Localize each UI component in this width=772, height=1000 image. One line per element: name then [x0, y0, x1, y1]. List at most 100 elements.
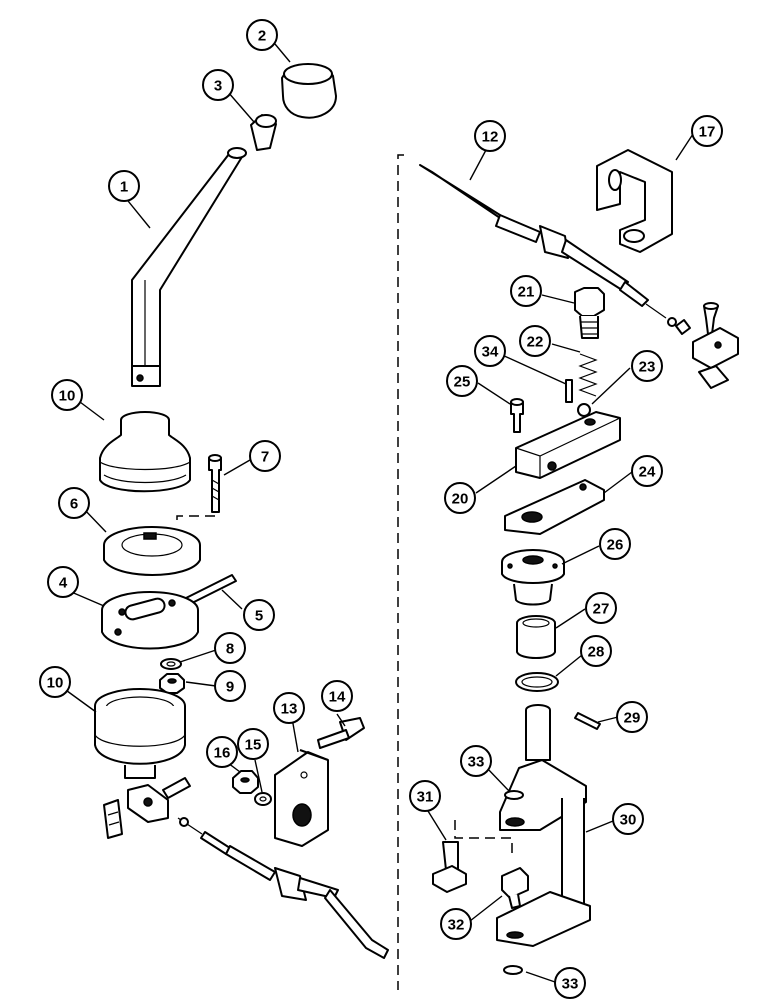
- svg-text:27: 27: [593, 601, 610, 618]
- part-pin-34: [565, 379, 573, 403]
- callout-23: 23: [631, 350, 663, 382]
- callout-22: 22: [519, 325, 551, 357]
- svg-text:14: 14: [329, 689, 346, 706]
- callout-2: 2: [246, 19, 278, 51]
- callout-24: 24: [631, 455, 663, 487]
- part-retainer-ring: [103, 526, 201, 576]
- callout-20: 20: [444, 482, 476, 514]
- svg-text:23: 23: [639, 359, 656, 376]
- callout-10-lower: 10: [39, 666, 71, 698]
- svg-text:6: 6: [70, 496, 78, 513]
- svg-text:10: 10: [47, 675, 64, 692]
- svg-text:34: 34: [482, 344, 499, 361]
- callout-8: 8: [214, 632, 246, 664]
- callout-32: 32: [440, 908, 472, 940]
- svg-text:5: 5: [255, 608, 263, 625]
- dashed-divider: [397, 154, 404, 990]
- callout-9: 9: [214, 670, 246, 702]
- svg-text:12: 12: [482, 129, 499, 146]
- svg-text:30: 30: [620, 812, 637, 829]
- svg-text:28: 28: [588, 644, 605, 661]
- callout-14: 14: [321, 680, 353, 712]
- part-pivot-housing: [101, 591, 199, 650]
- part-circlip-33-upper: [504, 790, 524, 800]
- dashed-guide-7: [176, 515, 215, 524]
- callout-33-lower: 33: [554, 967, 586, 999]
- callout-4: 4: [47, 566, 79, 598]
- svg-text:9: 9: [226, 679, 234, 696]
- part-knob: [281, 63, 337, 119]
- svg-text:20: 20: [452, 491, 469, 508]
- part-bolt-31: [432, 841, 467, 893]
- svg-text:25: 25: [454, 374, 471, 391]
- svg-text:21: 21: [518, 284, 535, 301]
- callout-30: 30: [612, 803, 644, 835]
- part-gear-lever: [131, 147, 247, 387]
- callout-31: 31: [409, 780, 441, 812]
- svg-text:26: 26: [607, 537, 624, 554]
- part-lever-block-20: [515, 411, 621, 479]
- svg-text:17: 17: [699, 124, 716, 141]
- svg-text:13: 13: [281, 701, 298, 718]
- part-plug-21: [574, 287, 605, 339]
- part-flange-bush-26: [501, 549, 565, 606]
- part-cable-left: [177, 817, 389, 959]
- svg-text:1: 1: [120, 179, 128, 196]
- callout-27: 27: [585, 592, 617, 624]
- callout-5: 5: [243, 599, 275, 631]
- part-bolt-25: [510, 398, 524, 433]
- callout-12: 12: [474, 120, 506, 152]
- callout-1: 1: [108, 170, 140, 202]
- part-bracket-13: [274, 749, 329, 847]
- svg-text:29: 29: [624, 710, 641, 727]
- svg-text:15: 15: [245, 737, 262, 754]
- callout-17: 17: [691, 115, 723, 147]
- svg-text:7: 7: [261, 449, 269, 466]
- part-bush-27: [516, 615, 556, 659]
- callout-15: 15: [237, 728, 269, 760]
- callout-21: 21: [510, 275, 542, 307]
- part-bolt-32: [501, 867, 529, 909]
- svg-text:33: 33: [562, 976, 579, 993]
- svg-text:4: 4: [59, 575, 68, 592]
- leader-lines: [61, 43, 694, 983]
- callout-34: 34: [474, 335, 506, 367]
- callout-33-upper: 33: [460, 745, 492, 777]
- part-circlip-33-lower: [503, 965, 523, 975]
- part-shaft-lever-30: [496, 704, 591, 947]
- callout-13: 13: [273, 692, 305, 724]
- callout-28: 28: [580, 635, 612, 667]
- part-oring-28: [515, 672, 559, 692]
- part-bolt-7: [208, 454, 222, 513]
- svg-text:10: 10: [59, 388, 76, 405]
- callout-16: 16: [206, 736, 238, 768]
- dashed-guide-31: [454, 820, 513, 856]
- svg-text:16: 16: [214, 745, 231, 762]
- svg-text:3: 3: [214, 78, 222, 95]
- callout-10-upper: 10: [51, 379, 83, 411]
- callout-29: 29: [616, 701, 648, 733]
- part-nut-16: [232, 770, 259, 794]
- part-clevis-right: [675, 302, 739, 389]
- svg-text:33: 33: [468, 754, 485, 771]
- svg-text:22: 22: [527, 334, 544, 351]
- part-plate-24: [504, 479, 605, 535]
- svg-text:8: 8: [226, 641, 234, 658]
- part-pin-29: [574, 712, 601, 730]
- callout-7: 7: [249, 440, 281, 472]
- part-boot-upper: [99, 411, 191, 493]
- part-spring-22: [578, 353, 598, 397]
- part-nut-9: [159, 673, 185, 694]
- part-bracket-17: [596, 149, 673, 253]
- part-ferrule: [250, 114, 277, 151]
- svg-text:24: 24: [639, 464, 656, 481]
- part-housing-lower: [94, 688, 186, 779]
- callout-6: 6: [58, 487, 90, 519]
- part-washer-8: [160, 658, 182, 670]
- part-bolt-14: [317, 717, 365, 749]
- svg-text:31: 31: [417, 789, 434, 806]
- callout-3: 3: [202, 69, 234, 101]
- part-cable-right: [419, 164, 677, 327]
- callout-26: 26: [599, 528, 631, 560]
